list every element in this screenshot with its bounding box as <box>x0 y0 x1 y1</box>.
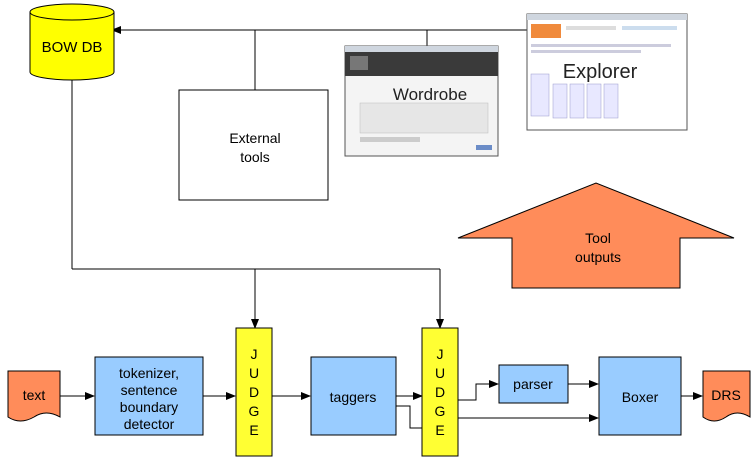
explorer-logo <box>531 24 561 38</box>
judge-1-box: J U D G E <box>235 327 273 457</box>
tool-outputs-label-1: Tool <box>585 230 611 246</box>
arrow-taggers-bypass <box>396 405 422 429</box>
explorer-screenshot: Explorer <box>526 13 688 131</box>
judge-2-letter-j: J <box>437 346 444 362</box>
judge-2-letter-e: E <box>435 422 444 438</box>
wordrobe-screenshot: Wordrobe <box>344 45 499 157</box>
judge-2-letter-g: G <box>435 403 446 419</box>
judge-1-letter-u: U <box>249 365 259 381</box>
tokenizer-label-4: detector <box>124 416 175 432</box>
taggers-label: taggers <box>330 389 377 405</box>
boxer-box: Boxer <box>598 356 682 436</box>
bow-db-label: BOW DB <box>42 39 103 56</box>
text-label: text <box>23 387 46 403</box>
drs-label: DRS <box>711 387 741 403</box>
parser-label: parser <box>513 376 553 392</box>
judge-1-letter-e: E <box>249 422 258 438</box>
judge-2-letter-d: D <box>435 384 445 400</box>
judge-2-box: J U D G E <box>421 327 459 457</box>
tokenizer-box: tokenizer, sentence boundary detector <box>94 356 204 436</box>
wordrobe-logo <box>350 56 368 70</box>
text-input-document: text <box>7 370 61 422</box>
tool-outputs-label-2: outputs <box>575 249 621 265</box>
tokenizer-label-2: sentence <box>121 382 178 398</box>
boxer-label: Boxer <box>622 389 659 405</box>
judge-1-letter-j: J <box>251 346 258 362</box>
wordrobe-label: Wordrobe <box>393 85 467 104</box>
judge-2-letter-u: U <box>435 365 445 381</box>
tool-outputs-arrow: Tool outputs <box>457 182 735 289</box>
judge-1-letter-d: D <box>249 384 259 400</box>
arrow-judge-to-parser <box>458 380 499 401</box>
tokenizer-label-1: tokenizer, <box>119 365 179 381</box>
taggers-box: taggers <box>310 356 397 436</box>
wordrobe-header <box>345 52 498 76</box>
tokenizer-label-3: boundary <box>120 399 178 415</box>
judge-1-letter-g: G <box>249 403 260 419</box>
explorer-label: Explorer <box>563 61 638 83</box>
drs-output-document: DRS <box>702 370 751 422</box>
external-tools-label-2: tools <box>240 149 270 165</box>
external-tools-label-1: External <box>229 130 280 146</box>
parser-box: parser <box>498 364 569 404</box>
external-tools-box: External tools <box>178 89 329 201</box>
connectors <box>60 26 703 429</box>
browser-chrome <box>345 46 498 52</box>
browser-chrome <box>527 14 687 20</box>
bow-db-cylinder: BOW DB <box>29 3 115 81</box>
